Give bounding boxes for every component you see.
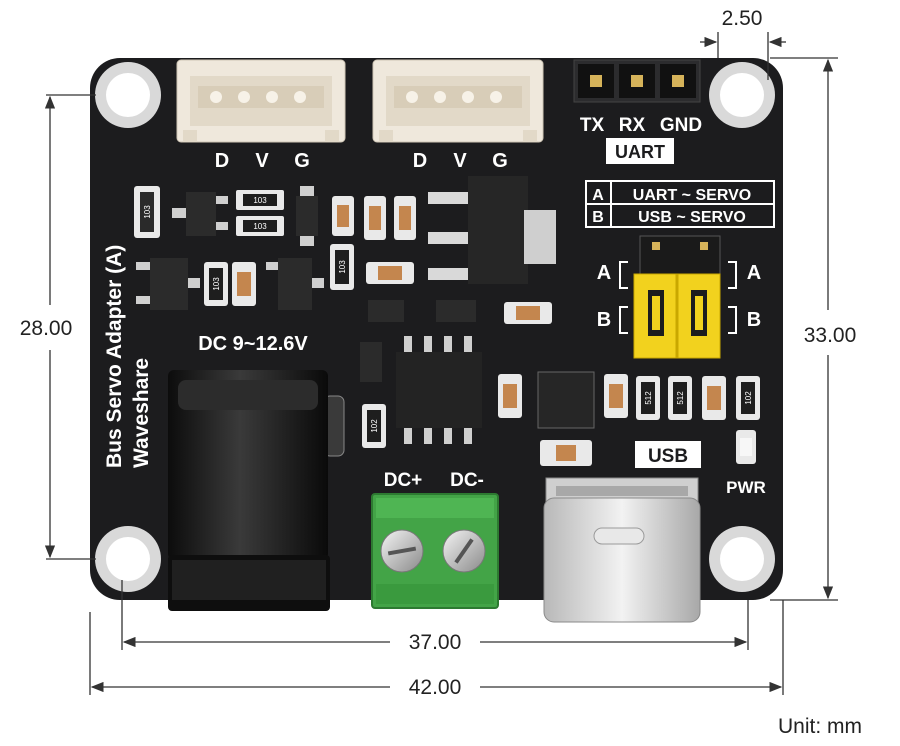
jumper-block [633, 235, 721, 359]
dc-barrel-jack [168, 370, 330, 611]
uart-label: UART [615, 142, 665, 162]
dim-top-offset [700, 32, 786, 80]
jumper-left-a: A [597, 262, 611, 284]
brand-name: Waveshare [130, 358, 153, 468]
uart-pin-tx: TX [580, 115, 605, 136]
screw-terminal-block [371, 493, 499, 609]
resistor-code-7: 512 [644, 391, 653, 405]
smd-components [134, 176, 760, 466]
servo1-label-d: D [215, 150, 229, 172]
unit-label: Unit: mm [778, 715, 862, 738]
pwr-led-label: PWR [726, 478, 766, 497]
usb-label-box [635, 441, 701, 468]
mounting-hole-top-right [709, 62, 775, 128]
resistor-code-8: 512 [676, 391, 685, 405]
dim-left-height-value: 28.00 [20, 317, 73, 340]
jumper-right-b: B [747, 309, 761, 331]
resistor-code-1: 103 [253, 196, 267, 205]
dim-hole-spacing [121, 580, 749, 650]
terminal-label-dc-plus: DC+ [384, 470, 423, 491]
resistor-code-9: 102 [744, 391, 753, 405]
dim-overall-width-value: 42.00 [409, 676, 462, 699]
servo1-label-g: G [294, 150, 310, 172]
dim-overall-width [89, 600, 784, 695]
uart-label-box [606, 138, 674, 164]
mounting-hole-bottom-left [95, 526, 161, 592]
dim-right-height-value: 33.00 [804, 324, 857, 347]
dim-hole-spacing-value: 37.00 [409, 631, 462, 654]
dim-left-height [44, 94, 96, 560]
uart-pin-gnd: GND [660, 115, 702, 136]
mode-a-desc: UART ~ SERVO [633, 187, 751, 204]
mode-table [585, 180, 775, 228]
mounting-hole-bottom-right [709, 526, 775, 592]
usb-c-connector [543, 477, 701, 623]
servo-connector-2 [372, 59, 544, 143]
jumper-right-a: A [747, 262, 761, 284]
servo-connector-1 [176, 59, 346, 143]
mode-a-key: A [592, 187, 604, 204]
dc-input-label: DC 9~12.6V [198, 333, 308, 355]
dim-top-offset-value: 2.50 [722, 7, 763, 30]
dim-right-height [770, 57, 838, 601]
resistor-code-4: 103 [212, 277, 221, 291]
uart-pin-header [573, 59, 701, 103]
jumper-left-b: B [597, 309, 611, 331]
jumper-brackets [619, 261, 737, 334]
resistor-code-2: 103 [253, 222, 267, 231]
uart-pin-rx: RX [619, 115, 646, 136]
servo1-label-v: V [255, 150, 269, 172]
resistor-code-5: 103 [338, 260, 347, 274]
terminal-label-dc-minus: DC- [450, 470, 484, 491]
resistor-code-3: 103 [143, 205, 152, 219]
resistor-code-6: 102 [370, 419, 379, 433]
mode-b-key: B [592, 209, 604, 226]
board-name: Bus Servo Adapter (A) [103, 245, 126, 468]
servo2-label-g: G [492, 150, 508, 172]
servo2-label-d: D [413, 150, 427, 172]
usb-label: USB [648, 446, 688, 467]
mounting-hole-top-left [95, 62, 161, 128]
servo2-label-v: V [453, 150, 467, 172]
mode-b-desc: USB ~ SERVO [638, 209, 746, 226]
